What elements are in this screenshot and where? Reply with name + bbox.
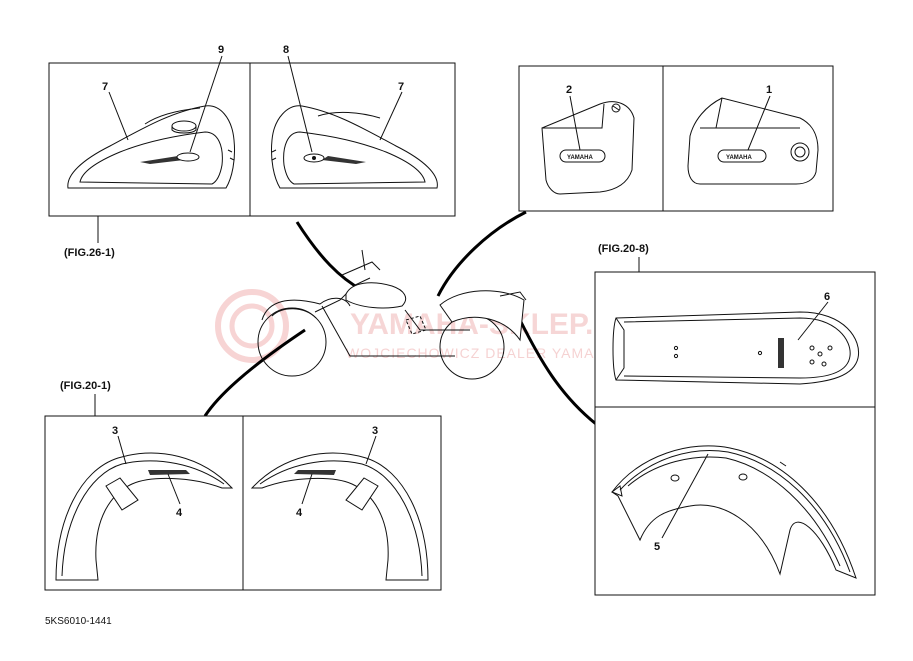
- badge-yamaha-left: YAMAHA: [567, 155, 593, 161]
- callout-7-right: 7: [398, 81, 404, 93]
- connector-lines: [203, 210, 597, 426]
- panel-front-fender: 3 4 3 4: [44, 415, 442, 591]
- callout-3-left: 3: [112, 425, 118, 437]
- callout-6: 6: [824, 291, 830, 303]
- side-cover-right: YAMAHA: [687, 97, 819, 185]
- rear-fender-top-view: [612, 311, 860, 385]
- front-fender-right: [250, 452, 429, 581]
- figure-label-20-1: (FIG.20-1): [60, 380, 111, 392]
- callout-8: 8: [283, 44, 289, 56]
- diagram-code: 5KS6010-1441: [45, 616, 112, 627]
- fuel-tank-right: [271, 105, 438, 189]
- panel-fuel-tank: 7 9 8 7: [48, 44, 456, 217]
- fuel-tank-left: [67, 105, 235, 189]
- front-fender-left: [55, 452, 234, 581]
- callout-4-right: 4: [296, 507, 303, 519]
- callout-7-left: 7: [102, 81, 108, 93]
- side-cover-left: YAMAHA: [541, 101, 635, 195]
- watermark-logo-icon: [215, 289, 289, 363]
- panel-rear-fender: 6 5: [594, 271, 876, 596]
- rear-fender-side-view: [610, 445, 857, 579]
- callout-9: 9: [218, 44, 224, 56]
- badge-yamaha-right: YAMAHA: [726, 155, 752, 161]
- callout-2: 2: [566, 84, 572, 96]
- figure-label-20-8: (FIG.20-8): [598, 243, 649, 255]
- watermark-subtitle: WOJCIECHOWICZ DEALER YAMAHA: [346, 345, 616, 361]
- callout-5: 5: [654, 541, 660, 553]
- callout-3-right: 3: [372, 425, 378, 437]
- callout-1: 1: [766, 84, 772, 96]
- figure-label-26-1: (FIG.26-1): [64, 247, 115, 259]
- motorcycle-overview: [257, 249, 527, 380]
- panel-side-covers: YAMAHA YAMAHA 2 1: [518, 65, 834, 212]
- callout-4-left: 4: [176, 507, 183, 519]
